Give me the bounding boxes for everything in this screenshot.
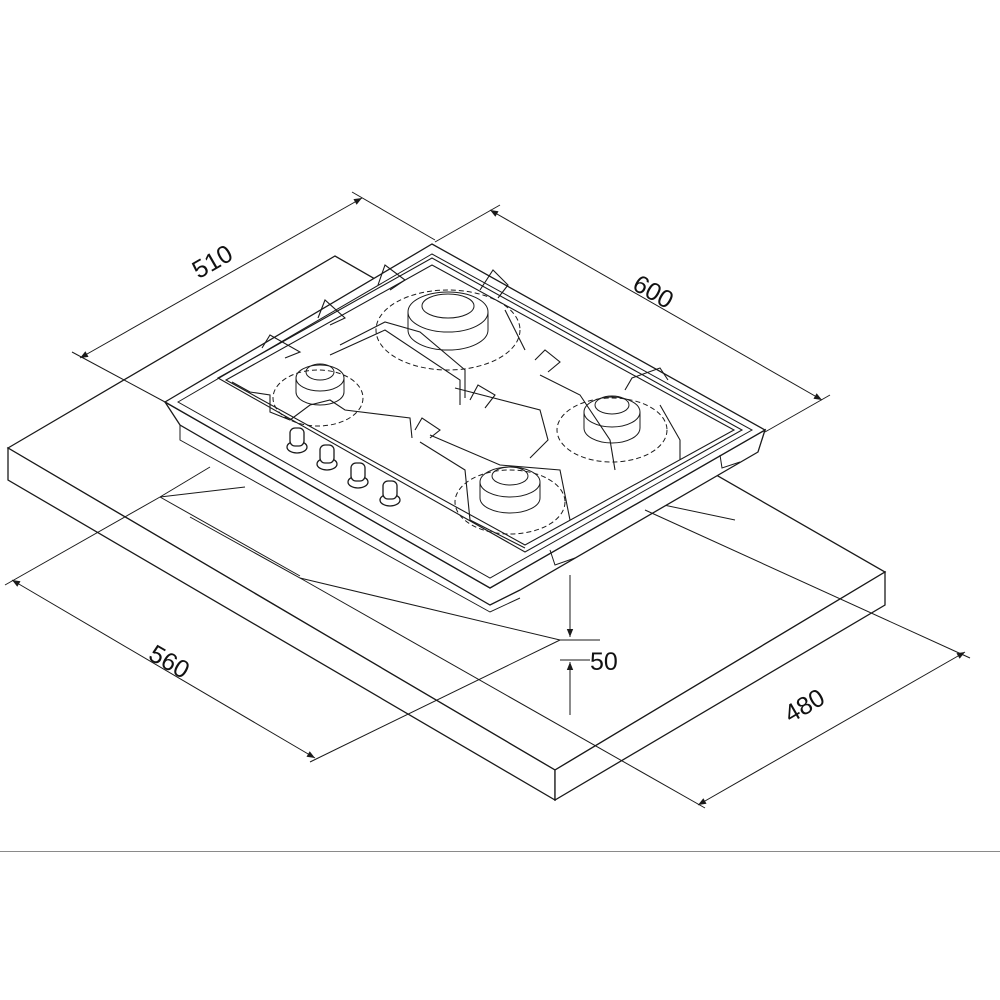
dimension-560 xyxy=(4,496,561,763)
dimension-480 xyxy=(299,509,971,809)
knob-2 xyxy=(316,444,338,471)
knob-3 xyxy=(347,462,369,489)
dimension-510 xyxy=(71,191,436,403)
knob-1 xyxy=(286,427,308,454)
dimension-label-50: 50 xyxy=(590,648,618,676)
dimension-50 xyxy=(560,575,600,715)
dimension-600 xyxy=(434,204,831,433)
burner-medium-front xyxy=(454,466,566,535)
bottom-divider xyxy=(0,851,1000,852)
knob-4 xyxy=(379,480,401,507)
burner-small xyxy=(272,363,364,427)
control-knobs xyxy=(286,427,401,507)
